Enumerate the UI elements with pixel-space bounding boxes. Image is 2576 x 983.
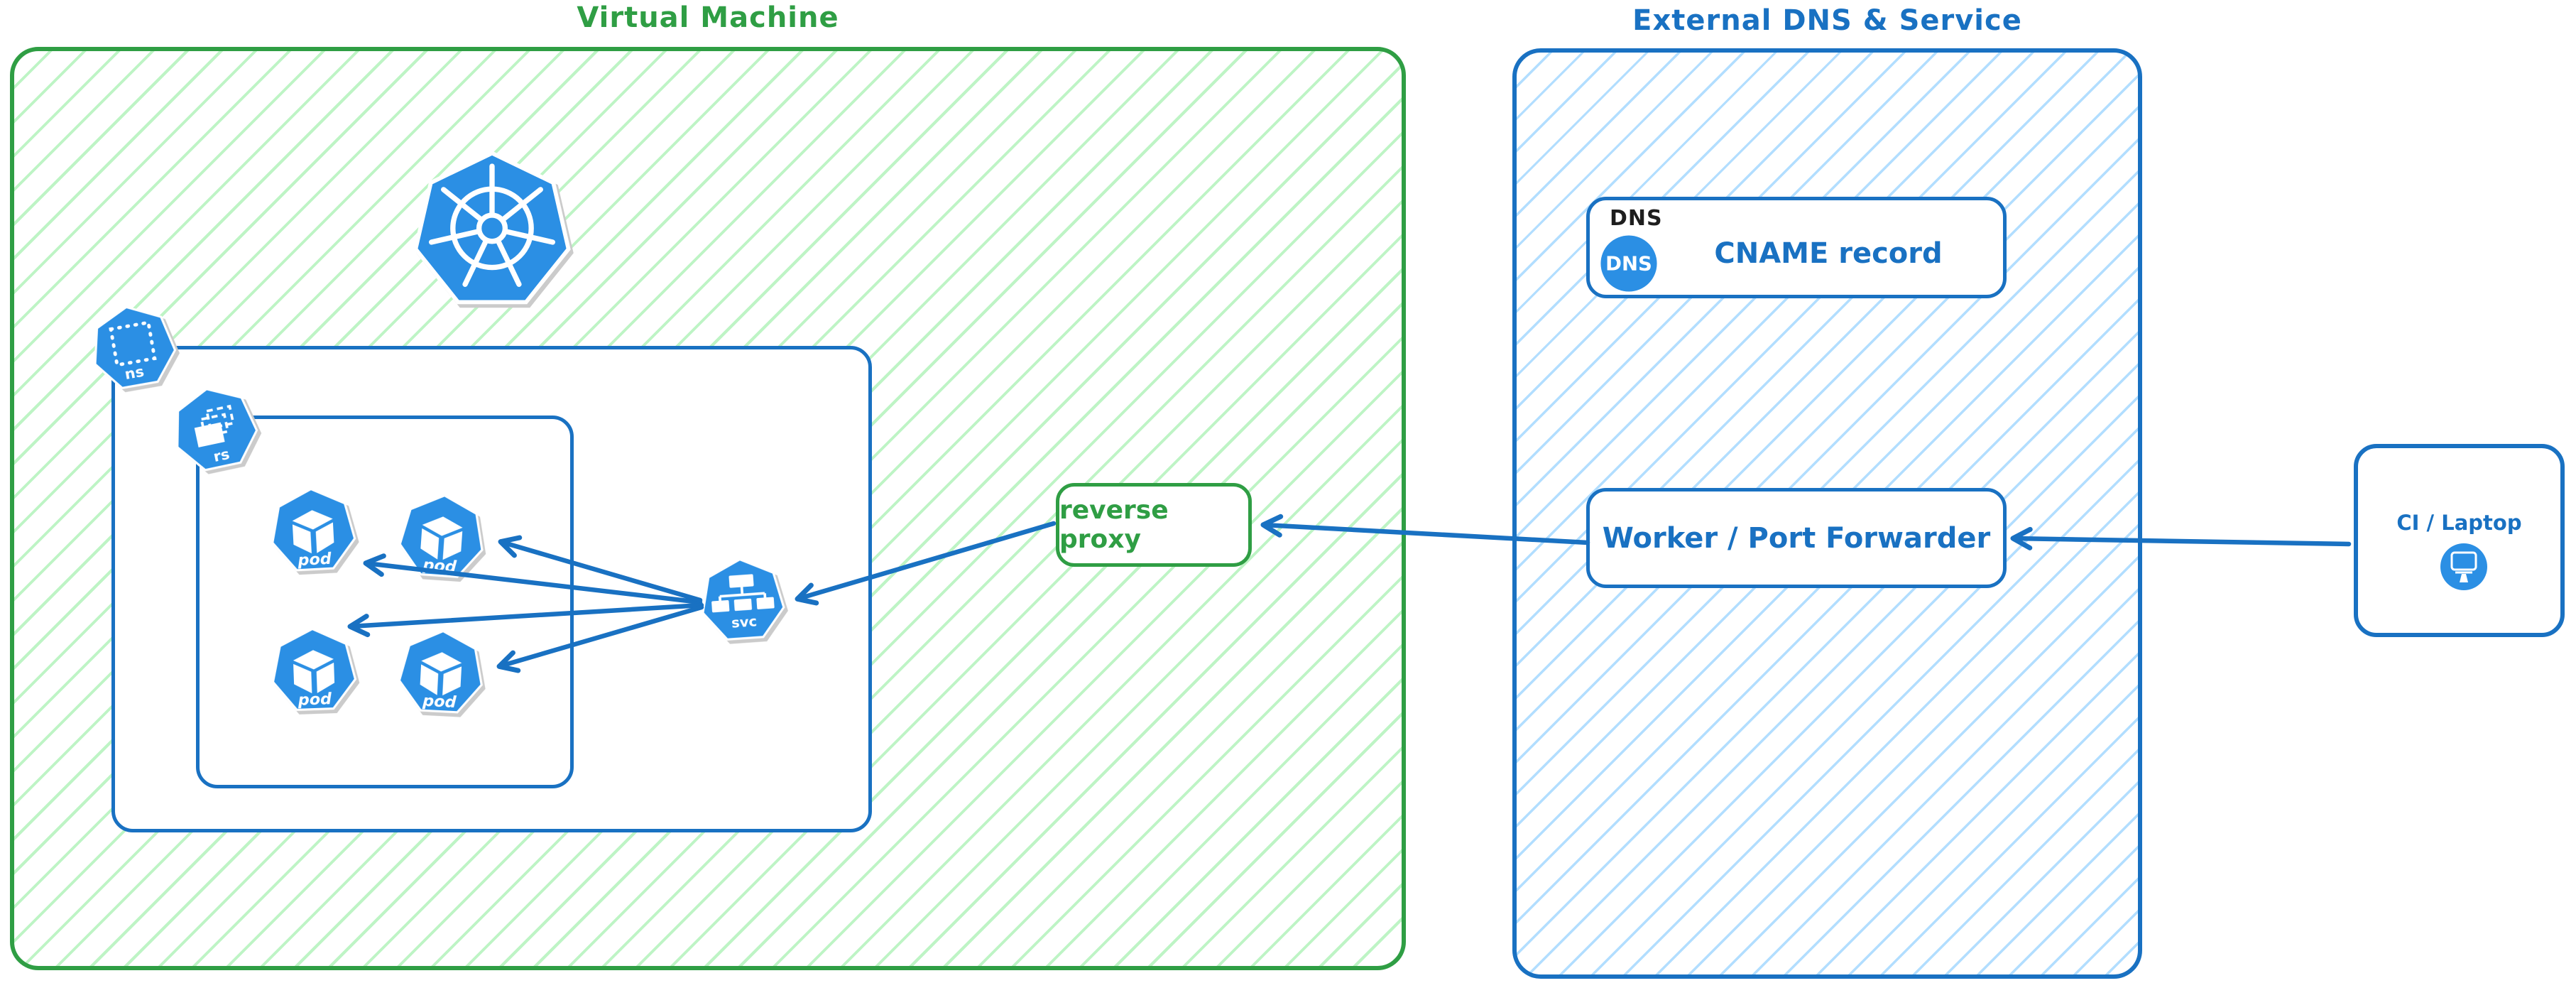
ci-laptop-box: CI / Laptop [2354, 444, 2565, 637]
namespace-icon: ns [94, 305, 177, 389]
service-icon-label: svc [731, 613, 757, 631]
ci-laptop-label: CI / Laptop [2396, 511, 2522, 535]
namespace-icon-label: ns [124, 363, 146, 383]
reverse-proxy-box: reverse proxy [1056, 483, 1252, 567]
vm-section-title: Virtual Machine [577, 1, 839, 34]
kubernetes-logo-icon [413, 151, 571, 305]
external-section-title: External DNS & Service [1632, 4, 2022, 37]
replicaset-box [196, 416, 574, 788]
worker-port-forwarder-box: Worker / Port Forwarder [1586, 488, 2007, 588]
pod-4-icon: pod [398, 629, 483, 714]
laptop-monitor-icon [2440, 543, 2487, 590]
pod-2-label: pod [422, 555, 458, 576]
pod-1-label: pod [297, 550, 333, 570]
dns-icon: DNS [1600, 235, 1657, 292]
pod-3-label: pod [297, 690, 332, 710]
pod-1-icon: pod [271, 487, 356, 572]
pod-3-icon: pod [271, 627, 357, 712]
dns-record-box: DNS DNS CNAME record [1586, 197, 2007, 298]
replicaset-icon: rs [176, 388, 258, 472]
dns-icon-label: DNS [1605, 252, 1652, 275]
service-icon: svc [702, 558, 785, 641]
worker-port-forwarder-label: Worker / Port Forwarder [1602, 521, 1991, 555]
cname-record-label: CNAME record [1714, 237, 1943, 270]
pod-4-label: pod [422, 692, 458, 712]
dns-tag: DNS [1610, 206, 1663, 231]
replicaset-icon-label: rs [212, 445, 231, 465]
reverse-proxy-label: reverse proxy [1059, 496, 1169, 554]
pod-2-icon: pod [398, 494, 484, 578]
